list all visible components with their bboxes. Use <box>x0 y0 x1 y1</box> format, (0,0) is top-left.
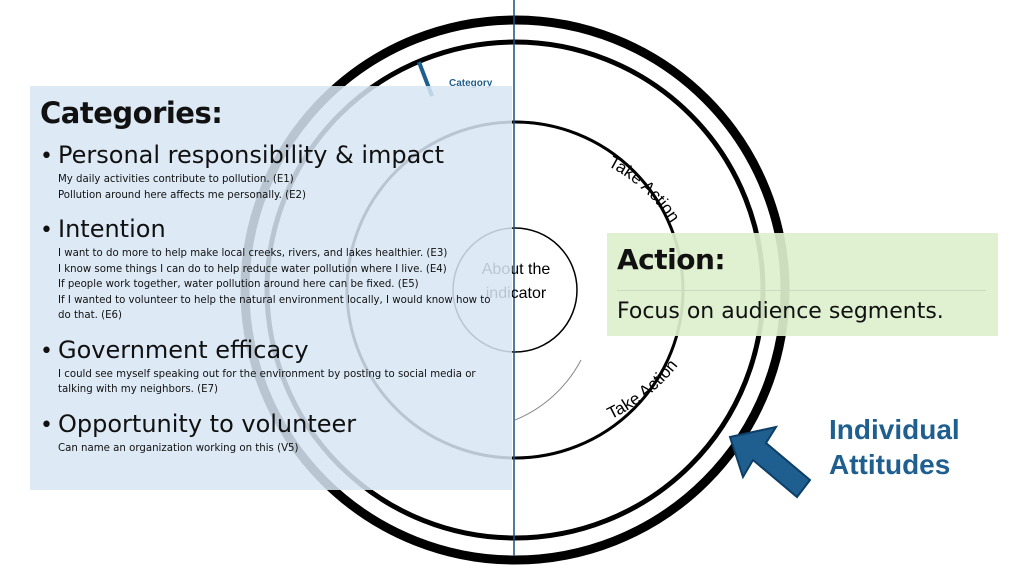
callout-line2: Attitudes <box>829 449 951 480</box>
callout-line1: Individual <box>829 414 960 445</box>
bullet-icon: • <box>40 144 53 169</box>
list-item: talking with my neighbors. (E7) <box>58 384 219 395</box>
list-item: I could see myself speaking out for the … <box>58 368 476 380</box>
category-group-intention: • Intention I want to do more to help ma… <box>40 214 512 324</box>
take-action-label-lower: Take Action <box>604 356 681 423</box>
category-heading-text: Opportunity to volunteer <box>58 409 357 438</box>
categories-title: Categories: <box>40 96 223 130</box>
category-heading: • Personal responsibility & impact <box>40 140 512 172</box>
category-heading: • Government efficacy <box>40 335 512 367</box>
list-item: Can name an organization working on this… <box>58 442 299 454</box>
category-items: I want to do more to help make local cre… <box>58 246 512 324</box>
bullet-icon: • <box>40 338 53 364</box>
category-group-government: • Government efficacy I could see myself… <box>40 335 512 398</box>
callout-arrow-icon <box>728 425 812 499</box>
bullet-icon: • <box>40 412 53 438</box>
category-heading-text: Government efficacy <box>58 335 309 364</box>
category-heading-text: Personal responsibility & impact <box>58 141 444 169</box>
category-heading: • Opportunity to volunteer <box>40 409 512 441</box>
category-group-personal: • Personal responsibility & impact My da… <box>40 140 512 203</box>
category-items: Can name an organization working on this… <box>58 441 512 457</box>
inner-arc <box>514 359 582 421</box>
action-panel: Action: Focus on audience segments. <box>607 233 998 336</box>
action-title: Action: <box>617 243 726 276</box>
list-item: Pollution around here affects me persona… <box>58 189 306 201</box>
list-item: If people work together, water pollution… <box>58 279 419 290</box>
category-group-volunteer: • Opportunity to volunteer Can name an o… <box>40 409 512 457</box>
action-divider <box>617 290 986 291</box>
list-item: If I wanted to volunteer to help the nat… <box>58 294 491 306</box>
category-heading-text: Intention <box>58 215 166 243</box>
category-label: Category <box>449 78 493 89</box>
individual-attitudes-label: Individual Attitudes <box>829 412 960 482</box>
category-items: I could see myself speaking out for the … <box>58 367 512 398</box>
list-item: My daily activities contribute to pollut… <box>58 174 294 185</box>
list-item: I know some things I can do to help redu… <box>58 263 447 275</box>
category-items: My daily activities contribute to pollut… <box>58 172 512 203</box>
bullet-icon: • <box>40 218 53 243</box>
categories-panel: Categories: • Personal responsibility & … <box>30 86 512 490</box>
action-description: Focus on audience segments. <box>617 299 944 324</box>
list-item: do that. (E6) <box>58 310 122 321</box>
list-item: I want to do more to help make local cre… <box>58 248 448 259</box>
category-heading: • Intention <box>40 214 512 246</box>
take-action-label-upper: Take Action <box>605 152 683 225</box>
